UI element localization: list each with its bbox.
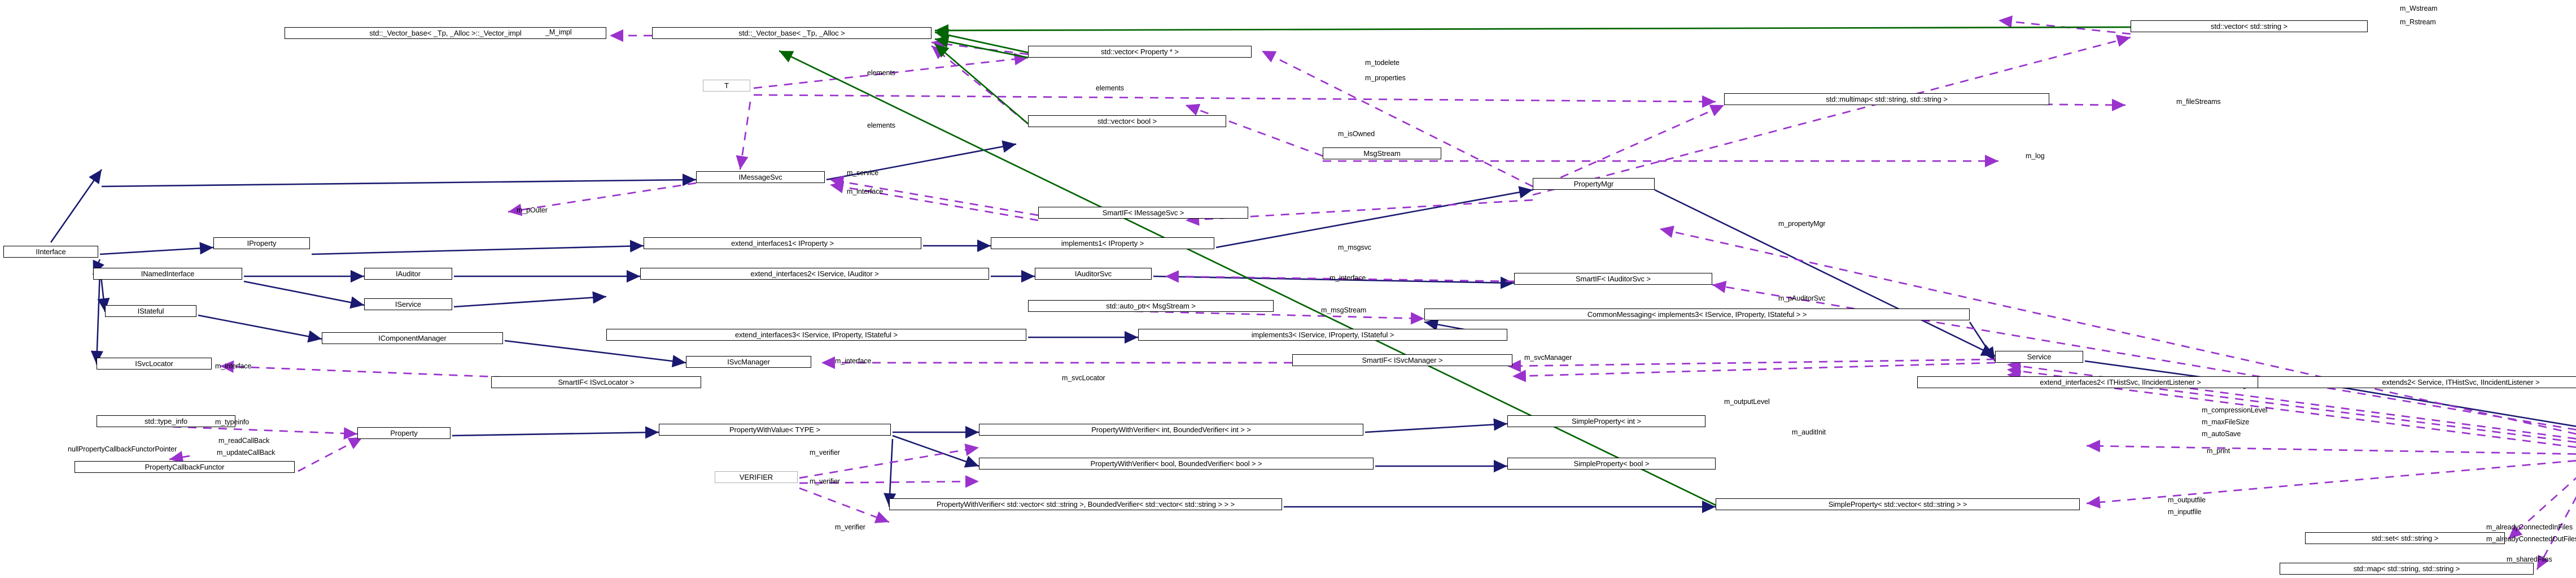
class-node[interactable]: PropertyWithVerifier< std::vector< std::… bbox=[889, 498, 1282, 510]
class-node[interactable]: PropertyWithValue< TYPE > bbox=[659, 424, 891, 436]
class-node[interactable]: std::auto_ptr< MsgStream > bbox=[1028, 300, 1274, 312]
edge-label: elements bbox=[1096, 84, 1124, 92]
edge-label: m_auditInit bbox=[1792, 428, 1826, 436]
class-node[interactable]: IProperty bbox=[213, 237, 310, 249]
edge-label: m_compressionLevel bbox=[2202, 406, 2268, 414]
edge-label: m_print bbox=[2207, 447, 2230, 455]
edge-label: m_fileStreams bbox=[2176, 98, 2221, 106]
class-node[interactable]: extend_interfaces2< ITHistSvc, IIncident… bbox=[1917, 376, 2324, 388]
edge-label: m_alreadyConnectedOutFiles bbox=[2486, 535, 2576, 543]
edge-label: m_verifier bbox=[810, 449, 840, 457]
class-node[interactable]: extend_interfaces3< IService, IProperty,… bbox=[606, 329, 1026, 341]
class-node[interactable]: IComponentManager bbox=[322, 332, 503, 344]
edge-label: m_interface bbox=[215, 362, 252, 370]
class-node[interactable]: PropertyMgr bbox=[1533, 178, 1655, 190]
edge-label: m_sharedFiles bbox=[2507, 555, 2552, 563]
class-node[interactable]: VERIFIER bbox=[715, 471, 798, 483]
edge-label: m_maxFileSize bbox=[2202, 418, 2250, 426]
class-node[interactable]: SmartIF< ISvcManager > bbox=[1292, 354, 1512, 366]
edge-label: m_service bbox=[847, 169, 879, 177]
class-node[interactable]: std::type_info bbox=[97, 415, 235, 427]
edge-label: m_inputfile bbox=[2168, 508, 2202, 516]
edge-label: m_propertyMgr bbox=[1778, 220, 1826, 228]
edge-label: m_pOuter bbox=[517, 206, 548, 214]
edge-label: nullPropertyCallbackFunctorPointer bbox=[68, 445, 177, 453]
class-node[interactable]: std::vector< Property * > bbox=[1028, 46, 1252, 58]
class-node[interactable]: MsgStream bbox=[1323, 147, 1441, 159]
class-node[interactable]: extend_interfaces2< IService, IAuditor > bbox=[640, 268, 989, 280]
edge-label: m_outputLevel bbox=[1724, 398, 1770, 406]
class-node[interactable]: std::vector< bool > bbox=[1028, 115, 1226, 127]
class-node[interactable]: std::map< std::string, std::string > bbox=[2280, 563, 2534, 575]
class-node[interactable]: SmartIF< ISvcLocator > bbox=[491, 376, 701, 388]
class-node[interactable]: Service bbox=[1995, 351, 2083, 363]
class-node[interactable]: SmartIF< IMessageSvc > bbox=[1038, 207, 1248, 219]
inheritance-edges bbox=[50, 140, 2576, 514]
class-node[interactable]: extend_interfaces1< IProperty > bbox=[644, 237, 921, 249]
edge-label: m_alreadyConnectedInFiles bbox=[2486, 523, 2573, 531]
class-node[interactable]: ISvcLocator bbox=[97, 358, 212, 370]
edge-label: elements bbox=[867, 69, 895, 77]
class-node[interactable]: Property bbox=[357, 427, 451, 439]
edge-label: m_log bbox=[2026, 152, 2045, 160]
class-node[interactable]: implements1< IProperty > bbox=[991, 237, 1214, 249]
edge-label: m_interface bbox=[847, 188, 884, 195]
class-node[interactable]: std::multimap< std::string, std::string … bbox=[1724, 93, 2049, 105]
edge-label: m_interface bbox=[1329, 274, 1366, 282]
edge-label: m_svcManager bbox=[1524, 354, 1572, 362]
edge-label: m_updateCallBack bbox=[217, 449, 275, 457]
edge-label: m_Rstream bbox=[2400, 18, 2436, 26]
edge-label: m_autoSave bbox=[2202, 430, 2241, 438]
class-node[interactable]: std::set< std::string > bbox=[2305, 532, 2505, 544]
edge-label: m_todelete bbox=[1365, 59, 1399, 67]
class-node[interactable]: PropertyWithVerifier< bool, BoundedVerif… bbox=[979, 458, 1374, 470]
class-node[interactable]: ISvcManager bbox=[686, 356, 811, 368]
class-node[interactable]: IInterface bbox=[3, 246, 98, 258]
class-node[interactable]: SimpleProperty< std::vector< std::string… bbox=[1716, 498, 2080, 510]
edge-label: elements bbox=[867, 121, 895, 129]
class-node[interactable]: std::vector< std::string > bbox=[2131, 20, 2368, 32]
class-node[interactable]: INamedInterface bbox=[93, 268, 242, 280]
class-node[interactable]: IService bbox=[364, 298, 452, 310]
class-node[interactable]: PropertyWithVerifier< int, BoundedVerifi… bbox=[979, 424, 1363, 436]
edge-label: m_verifier bbox=[810, 477, 840, 485]
class-node[interactable]: SimpleProperty< int > bbox=[1507, 415, 1705, 427]
edge-label: m_typeinfo bbox=[215, 418, 250, 426]
edge-label: m_msgsvc bbox=[1338, 244, 1371, 251]
class-node[interactable]: CommonMessaging< implements3< IService, … bbox=[1424, 308, 1970, 320]
class-node[interactable]: IAuditorSvc bbox=[1035, 268, 1152, 280]
class-node[interactable]: implements3< IService, IProperty, IState… bbox=[1138, 329, 1507, 341]
class-node[interactable]: SmartIF< IAuditorSvc > bbox=[1514, 273, 1712, 285]
class-node[interactable]: std::_Vector_base< _Tp, _Alloc >::_Vecto… bbox=[285, 27, 606, 39]
class-node[interactable]: extends2< Service, ITHistSvc, IIncidentL… bbox=[2258, 376, 2576, 388]
class-node[interactable]: SimpleProperty< bool > bbox=[1507, 458, 1716, 470]
class-node[interactable]: IAuditor bbox=[364, 268, 452, 280]
class-node[interactable]: IMessageSvc bbox=[696, 171, 825, 183]
class-node[interactable]: PropertyCallbackFunctor bbox=[75, 461, 295, 473]
edge-label: m_isOwned bbox=[1338, 130, 1375, 138]
edge-label: m_properties bbox=[1365, 74, 1406, 82]
edge-label: m_readCallBack bbox=[218, 437, 270, 445]
edge-label: m_verifier bbox=[835, 523, 865, 531]
edge-label: m_Wstream bbox=[2400, 5, 2438, 12]
edge-label: m_outputfile bbox=[2168, 496, 2206, 504]
class-node[interactable]: std::_Vector_base< _Tp, _Alloc > bbox=[652, 27, 931, 39]
class-node[interactable]: T bbox=[703, 80, 750, 92]
edge-label: m_msgStream bbox=[1321, 306, 1367, 314]
edge-label: m_pAuditorSvc bbox=[1778, 294, 1826, 302]
class-node[interactable]: IStateful bbox=[105, 305, 196, 317]
edge-label: _M_impl bbox=[545, 28, 572, 36]
edge-label: m_interface bbox=[835, 357, 872, 365]
edge-label: m_svcLocator bbox=[1062, 374, 1105, 382]
